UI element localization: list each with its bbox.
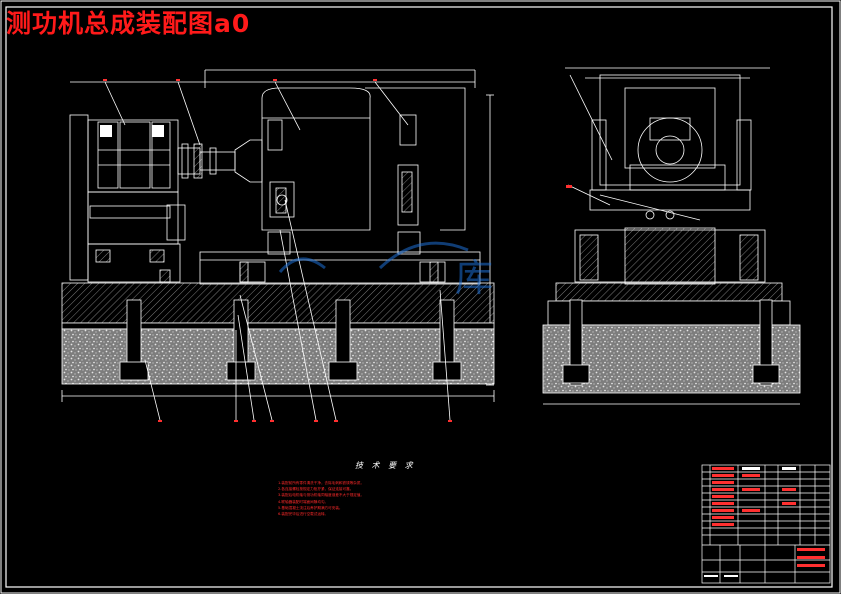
technical-requirements-title: 技 术 要 求	[355, 461, 416, 470]
requirement-1: 1.装配前所有零件清洗干净，去除毛刺和铁锈等杂质。	[278, 481, 365, 485]
watermark: 库	[455, 256, 494, 300]
requirement-3: 3.装配后电机轴与测功机轴同轴度误差不大于规定值。	[278, 493, 365, 498]
title-block-entries	[704, 467, 825, 577]
requirement-2: 2.各连接螺栓按规定力矩拧紧，保证连接可靠。	[278, 487, 354, 492]
drawing-title: 测功机总成装配图a0	[6, 9, 251, 38]
requirement-6: 6.装配完毕后进行空载试运转。	[278, 512, 329, 517]
anchor-bolts-front	[119, 299, 462, 381]
part-number-tags	[103, 79, 572, 422]
technical-requirements: 1.装配前所有零件清洗干净，去除毛刺和铁锈等杂质。 2.各连接螺栓按规定力矩拧紧…	[278, 480, 578, 517]
title-block	[701, 464, 831, 584]
requirement-4: 4.联轴器装配时端面间隙均匀。	[278, 499, 329, 504]
front-view	[61, 69, 495, 421]
watermark-mark	[278, 241, 469, 273]
side-view	[542, 67, 801, 405]
requirement-5: 5.基础混凝土浇注后养护期满方可安装。	[278, 505, 343, 510]
inner-frame	[5, 6, 833, 588]
